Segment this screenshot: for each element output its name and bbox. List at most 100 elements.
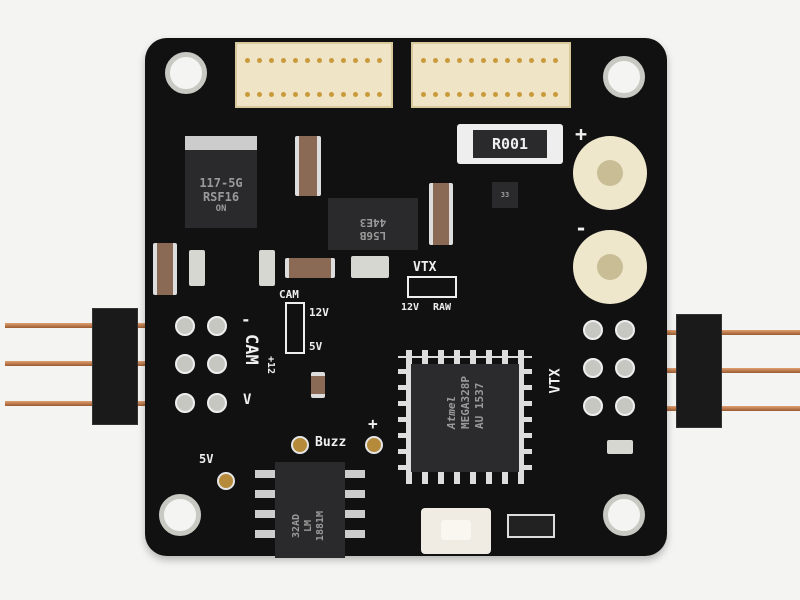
- connector-pin: [353, 92, 358, 97]
- regulator-2: L56B 44E3: [328, 198, 418, 250]
- vtx-pad: [615, 320, 635, 340]
- shunt-resistor: R001: [457, 124, 563, 164]
- small-chip: 33: [492, 182, 518, 208]
- vtx-jumper-12v: 12V: [401, 302, 420, 313]
- connector-pin: [257, 92, 262, 97]
- connector-pin: [541, 92, 546, 97]
- crystal: [507, 514, 555, 538]
- connector-pin: [293, 92, 298, 97]
- connector-pin: [365, 58, 370, 63]
- capacitor: [311, 372, 325, 398]
- connector-pin: [269, 58, 274, 63]
- connector-pin: [505, 58, 510, 63]
- connector-pin: [481, 58, 486, 63]
- buzzer-pad-plus[interactable]: [365, 436, 383, 454]
- connector-pin: [353, 58, 358, 63]
- connector-pin: [293, 58, 298, 63]
- connector-pin: [281, 92, 286, 97]
- cam-pad: [175, 316, 195, 336]
- regulator2-code: 44E3: [359, 216, 387, 229]
- connector-pin: [457, 58, 462, 63]
- reset-button[interactable]: [421, 508, 491, 554]
- regulator-leg: [189, 250, 205, 286]
- connector-pin: [445, 92, 450, 97]
- connector-pin: [433, 92, 438, 97]
- connector-pin: [541, 58, 546, 63]
- connector-pin: [421, 58, 426, 63]
- connector-pin: [257, 58, 262, 63]
- connector-pin: [341, 58, 346, 63]
- mounting-hole-br: [603, 494, 645, 536]
- cam-pad: [207, 354, 227, 374]
- connector-pin: [433, 58, 438, 63]
- power-pad-negative[interactable]: [573, 230, 647, 304]
- buzzer-pad-minus[interactable]: [291, 436, 309, 454]
- vtx-pad: [615, 358, 635, 378]
- led: [607, 440, 633, 454]
- mounting-hole-tr: [603, 56, 645, 98]
- mounting-hole-bl: [159, 494, 201, 536]
- connector-pads-right: [411, 42, 571, 108]
- mcu-brand: Atmel: [445, 395, 458, 429]
- cam-plus-label: +12: [265, 356, 276, 375]
- connector-pin: [305, 58, 310, 63]
- connector-pin: [553, 92, 558, 97]
- vtx-voltage-jumper[interactable]: [407, 276, 457, 298]
- connector-pads-left: [235, 42, 393, 108]
- cam-voltage-jumper[interactable]: [285, 302, 305, 354]
- connector-pin: [245, 58, 250, 63]
- power-pad-positive[interactable]: [573, 136, 647, 210]
- connector-pin: [317, 58, 322, 63]
- mcu-model: MEGA328P: [459, 376, 472, 429]
- vtx-jumper-raw: RAW: [433, 302, 452, 313]
- cam-pad: [175, 354, 195, 374]
- mounting-hole-tl: [165, 52, 207, 94]
- connector-pin: [517, 92, 522, 97]
- regulator2-tab: [351, 256, 389, 278]
- cam-v-label: V: [243, 392, 252, 408]
- cam-minus-label: -: [241, 310, 251, 329]
- resistor-label: R001: [473, 130, 547, 158]
- power-minus-label: -: [575, 216, 588, 240]
- regulator-leg: [259, 250, 275, 286]
- connector-pin: [457, 92, 462, 97]
- connector-pin: [377, 58, 382, 63]
- 5v-pad[interactable]: [217, 472, 235, 490]
- on-logo: ON: [215, 204, 227, 214]
- vtx-jumper-title: VTX: [413, 260, 437, 275]
- connector-pin: [493, 58, 498, 63]
- capacitor: [153, 243, 177, 295]
- cam-pad: [207, 393, 227, 413]
- regulator-label: 117-5G: [199, 176, 243, 190]
- connector-pin: [493, 92, 498, 97]
- connector-pin: [421, 92, 426, 97]
- vtx-pad: [583, 396, 603, 416]
- connector-pin: [529, 58, 534, 63]
- atmega328p-mcu: [411, 364, 519, 472]
- capacitor: [295, 136, 321, 196]
- vtx-pad: [583, 358, 603, 378]
- cam-jumper-12v: 12V: [309, 306, 329, 319]
- connector-pin: [553, 58, 558, 63]
- regulator-code: RSF16: [202, 190, 240, 204]
- cam-jumper-5v: 5V: [309, 340, 323, 353]
- vtx-header-label: VTX: [547, 368, 564, 394]
- connector-pin: [445, 58, 450, 63]
- connector-pin: [329, 92, 334, 97]
- vtx-pad: [583, 320, 603, 340]
- connector-pin: [481, 92, 486, 97]
- capacitor: [429, 183, 453, 245]
- connector-pin: [517, 58, 522, 63]
- connector-pin: [305, 92, 310, 97]
- connector-pin: [365, 92, 370, 97]
- connector-pin: [341, 92, 346, 97]
- cam-jumper-title: CAM: [279, 288, 299, 301]
- connector-pin: [377, 92, 382, 97]
- 5v-label: 5V: [199, 452, 214, 466]
- connector-pin: [281, 58, 286, 63]
- capacitor: [285, 258, 335, 278]
- connector-pin: [469, 92, 474, 97]
- connector-pin: [269, 92, 274, 97]
- connector-pin: [469, 58, 474, 63]
- osd-line3: 1881M: [315, 510, 326, 542]
